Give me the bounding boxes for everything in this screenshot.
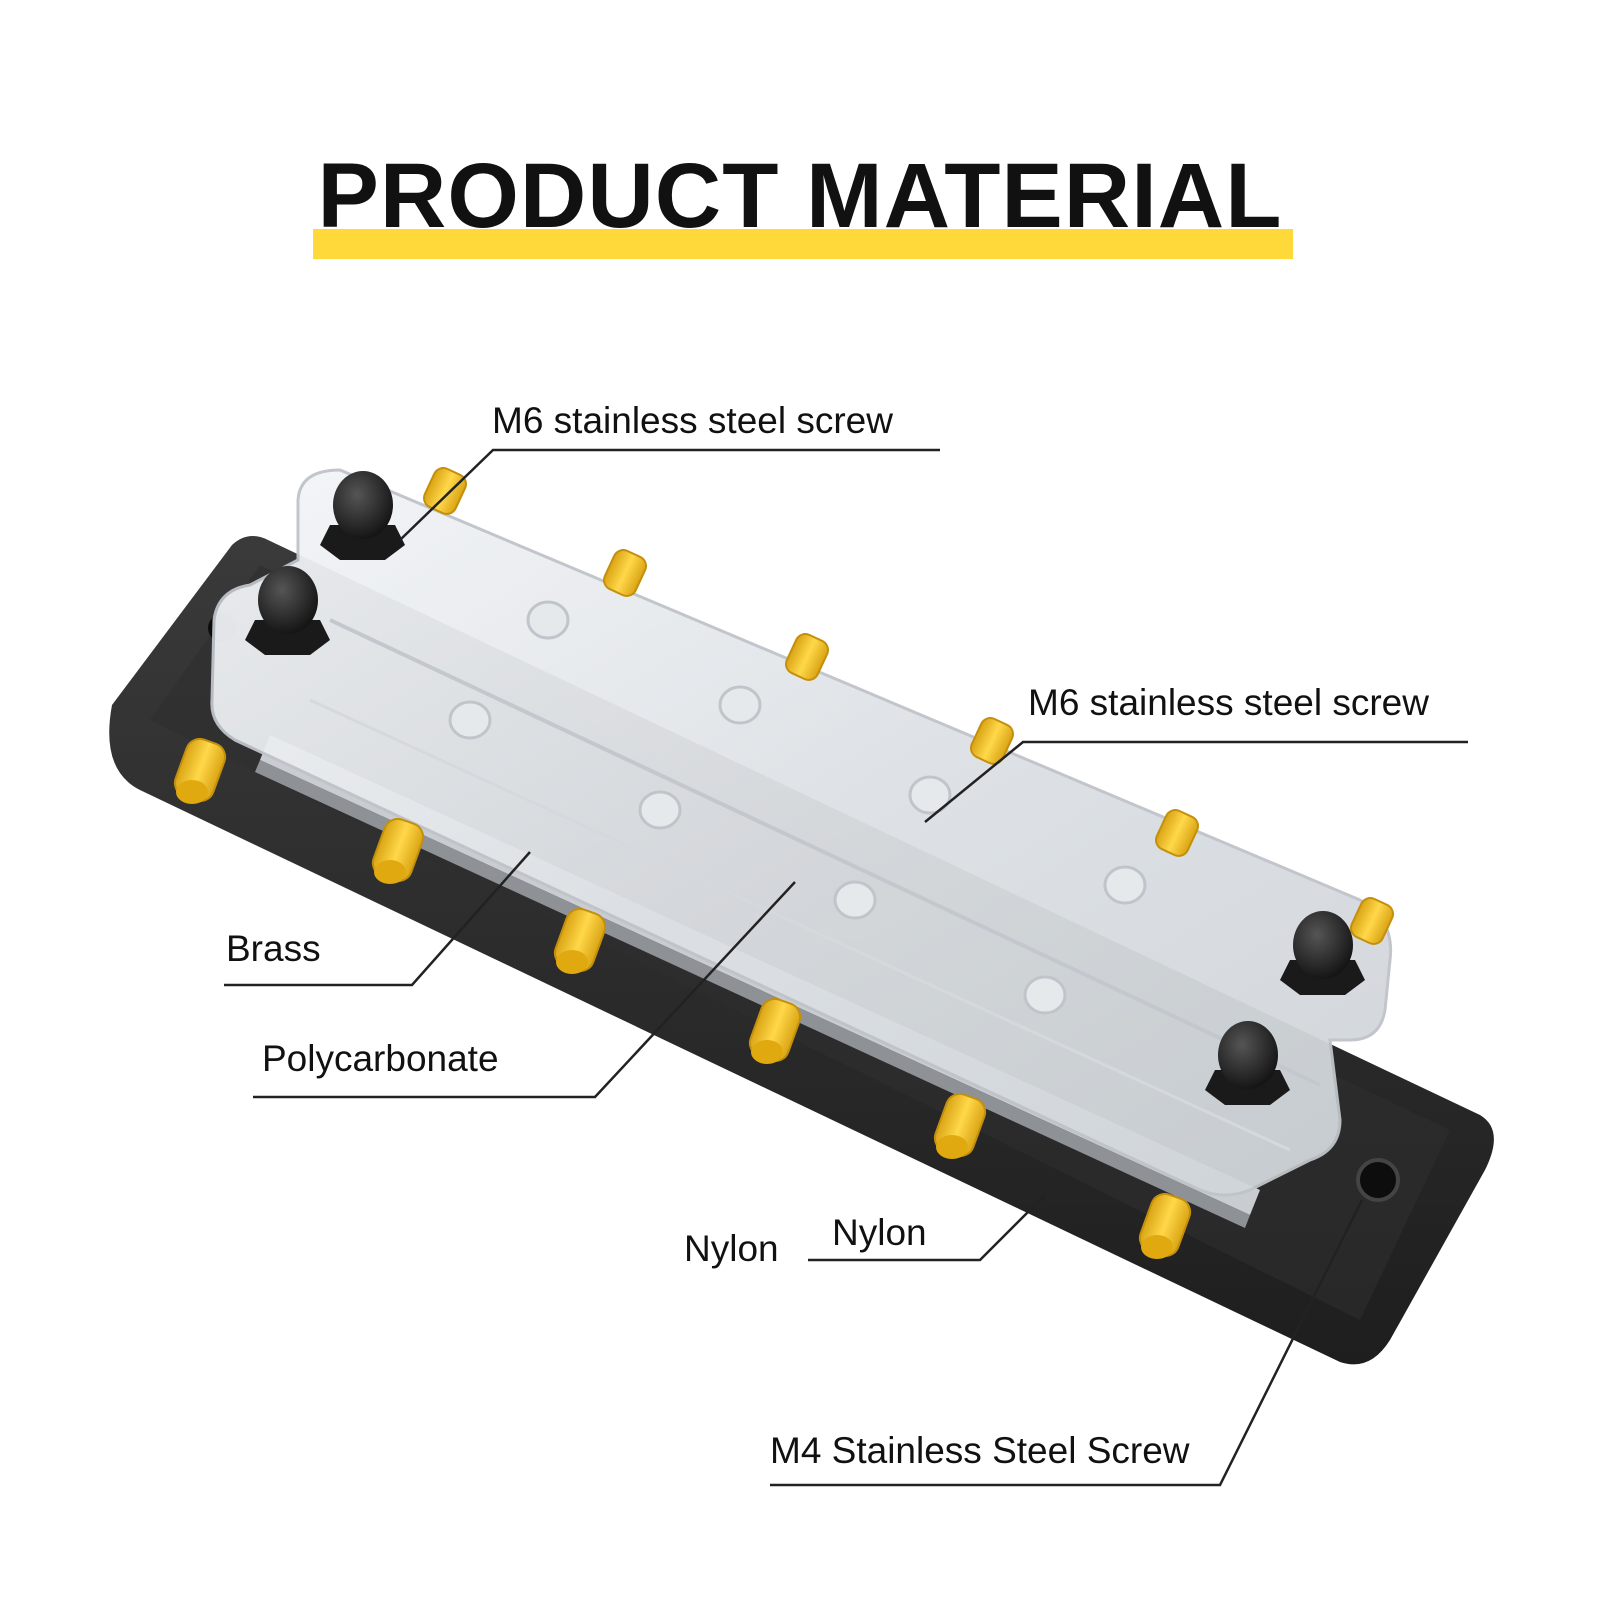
page-title: PRODUCT MATERIAL	[317, 145, 1283, 247]
callout-label-screw-top: M6 stainless steel screw	[492, 400, 893, 441]
leader-brass	[224, 851, 531, 987]
leader-screw-right	[924, 740, 1468, 823]
leader-polycarbonate	[253, 881, 796, 1099]
title-highlight-bar	[313, 229, 1293, 259]
stud-caps	[448, 600, 1147, 1015]
callout-label-screw-right: M6 stainless steel screw	[1028, 682, 1429, 723]
callout-label-brass: Brass	[226, 928, 321, 969]
nut-front-left	[245, 566, 330, 655]
nut-top-right	[1280, 911, 1365, 995]
acorn-nuts	[245, 471, 1365, 1105]
callout-label-polycarbonate: Polycarbonate	[262, 1038, 499, 1079]
title-container: PRODUCT MATERIAL	[0, 150, 1600, 242]
callout-label-m4-screw: M4 Stainless Steel Screw	[770, 1430, 1190, 1471]
nut-top-left	[320, 471, 405, 560]
terminal-openings	[176, 780, 1173, 1259]
callout-label-nylon-right: Nylon	[832, 1212, 927, 1253]
leader-m4	[770, 1199, 1364, 1487]
callout-label-nylon-left: Nylon	[684, 1228, 779, 1269]
nut-front-right	[1205, 1021, 1290, 1105]
mount-hole-right	[1356, 1158, 1400, 1202]
callout-lines	[224, 448, 1468, 1487]
leader-nylon	[808, 1194, 1046, 1262]
leader-screw-top	[399, 448, 940, 541]
